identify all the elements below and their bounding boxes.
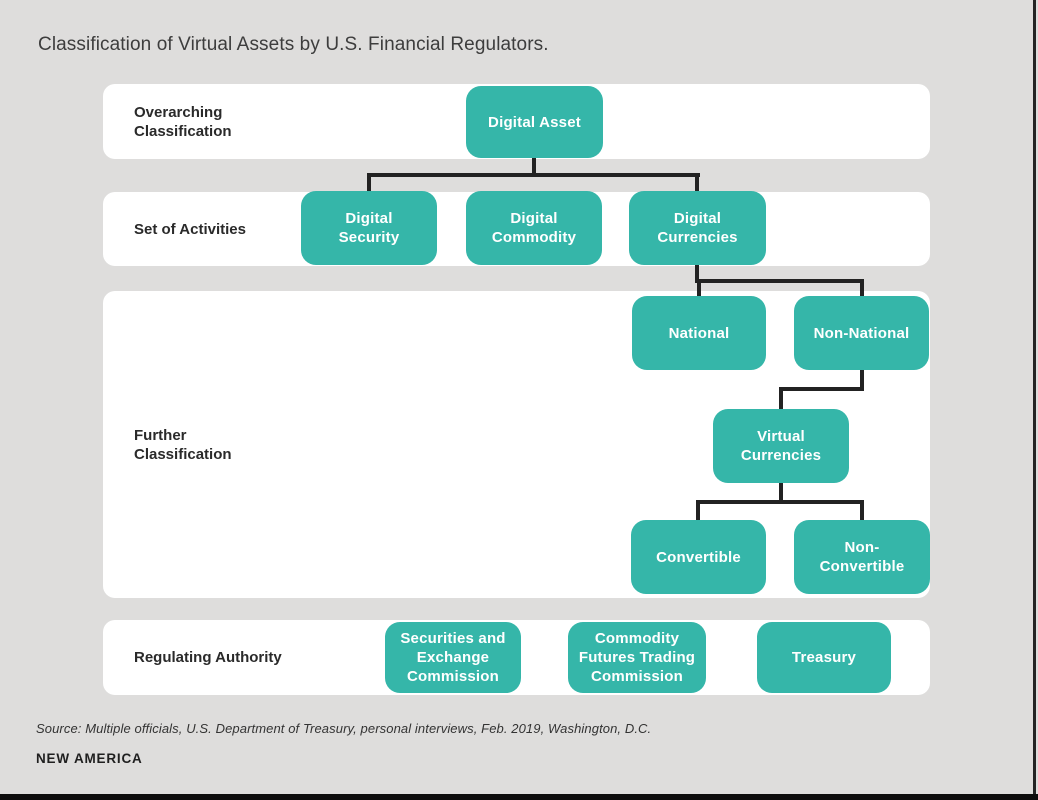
connector-drop-national: [697, 279, 701, 302]
node-commodity-futures-trading-commission: Commodity Futures Trading Commission: [568, 622, 706, 693]
node-national: National: [632, 296, 766, 370]
scan-edge-bottom: [0, 794, 1038, 800]
connector-digital-currencies-stem: [695, 258, 699, 283]
node-digital-commodity: Digital Commodity: [466, 191, 602, 265]
node-securities-exchange-commission: Securities and Exchange Commission: [385, 622, 521, 693]
row-label-overarching-classification: Overarching Classification: [134, 104, 232, 140]
node-digital-asset: Digital Asset: [466, 86, 603, 158]
connector-non-national-stem: [860, 363, 864, 391]
new-america-logo: NEW AMERICA: [36, 751, 143, 766]
connector-drop-virtual-currencies: [779, 387, 783, 413]
node-non-national: Non-National: [794, 296, 929, 370]
connector-virtual-currencies-crossbar: [779, 387, 864, 391]
connector-drop-convertible: [696, 500, 700, 524]
connector-digital-asset-stem: [532, 150, 536, 177]
node-virtual-currencies: Virtual Currencies: [713, 409, 849, 483]
node-convertible: Convertible: [631, 520, 766, 594]
row-label-set-of-activities: Set of Activities: [134, 221, 246, 238]
source-citation: Source: Multiple officials, U.S. Departm…: [36, 721, 652, 736]
connector-drop-non-national: [860, 279, 864, 302]
connector-virtual-currencies-stem: [779, 476, 783, 504]
connector-convertible-crossbar: [696, 500, 864, 504]
node-digital-security: Digital Security: [301, 191, 437, 265]
node-digital-currencies: Digital Currencies: [629, 191, 766, 265]
connector-national-crossbar: [695, 279, 864, 283]
node-non-convertible: Non- Convertible: [794, 520, 930, 594]
node-treasury: Treasury: [757, 622, 891, 693]
row-label-regulating-authority: Regulating Authority: [134, 649, 282, 666]
row-label-further-classification: Further Classification: [134, 427, 232, 463]
connector-drop-digital-security: [367, 173, 371, 197]
connector-activities-crossbar: [367, 173, 700, 177]
connector-drop-digital-currencies: [695, 173, 699, 197]
page-title: Classification of Virtual Assets by U.S.…: [38, 34, 549, 55]
connector-drop-non-convertible: [860, 500, 864, 524]
scan-edge-right: [1033, 0, 1036, 800]
